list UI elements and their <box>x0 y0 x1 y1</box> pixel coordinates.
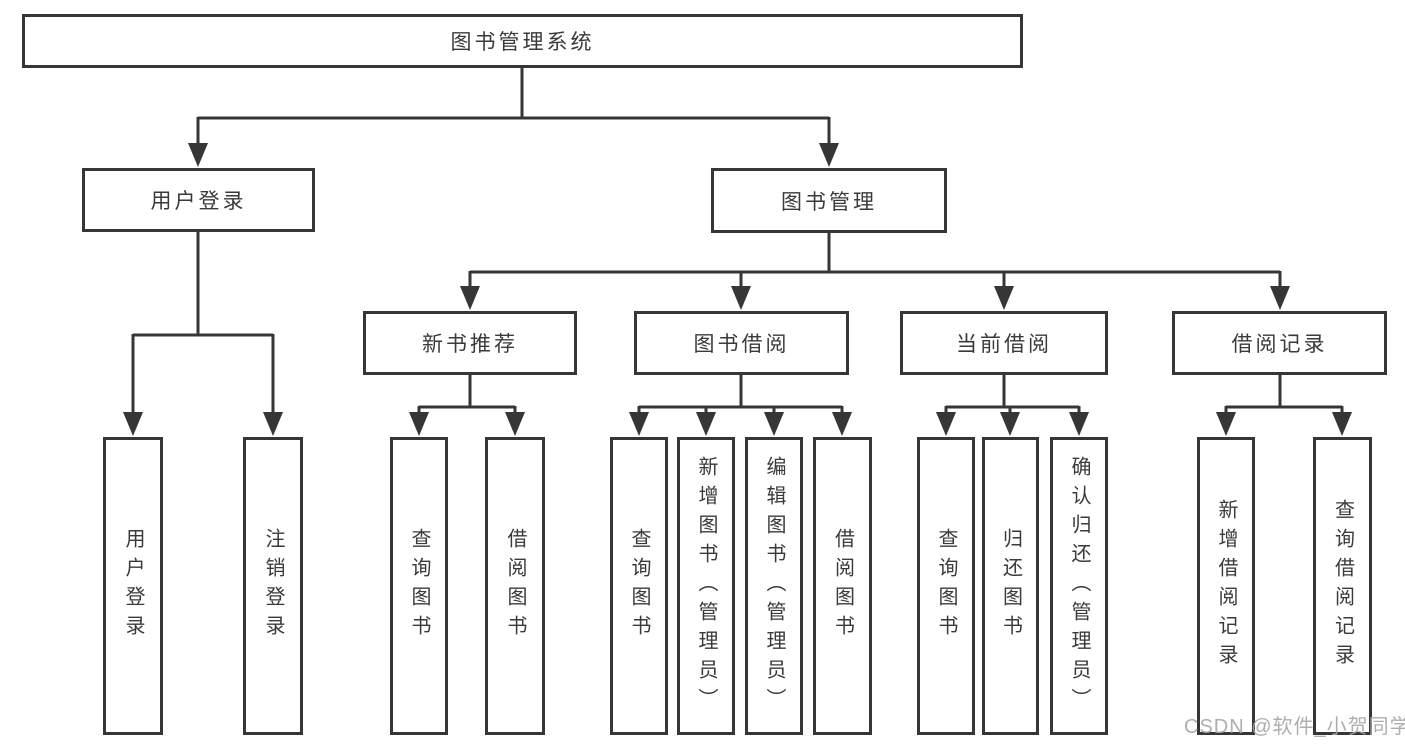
connector-book-borrowing-children <box>629 374 852 436</box>
node-borrowing-records: 借阅记录 <box>1172 311 1387 375</box>
leaf-borrowing-edit-books-admin: 编辑图书（管理员） <box>745 437 803 735</box>
node-user-login: 用户登录 <box>82 168 315 232</box>
leaf-records-query-borrow-record: 查询借阅记录 <box>1313 437 1372 735</box>
connector-root-to-level1 <box>188 67 839 167</box>
connector-user-login-children <box>123 231 283 436</box>
leaf-current-confirm-return-admin: 确认归还（管理员） <box>1050 437 1108 735</box>
connector-new-book-recommendation-children <box>409 374 525 436</box>
node-current-borrowing: 当前借阅 <box>900 311 1108 375</box>
connector-borrowing-records-children <box>1216 374 1352 436</box>
leaf-current-query-books: 查询图书 <box>917 437 975 735</box>
connector-current-borrowing-children <box>936 374 1089 436</box>
leaf-borrowing-query-books: 查询图书 <box>610 437 668 735</box>
leaf-borrowing-add-books-admin: 新增图书（管理员） <box>677 437 735 735</box>
node-book-management: 图书管理 <box>711 168 947 233</box>
node-new-book-recommendation: 新书推荐 <box>363 311 577 375</box>
leaf-current-return-books: 归还图书 <box>982 437 1039 735</box>
csdn-watermark: CSDN @软件_小贺同学 <box>1184 716 1405 738</box>
leaf-user-login: 用户登录 <box>103 437 163 735</box>
leaf-records-add-borrow-record: 新增借阅记录 <box>1197 437 1255 735</box>
leaf-recommend-query-books: 查询图书 <box>390 437 448 735</box>
node-library-management-system: 图书管理系统 <box>22 14 1023 68</box>
leaf-logout: 注销登录 <box>243 437 303 735</box>
node-book-borrowing: 图书借阅 <box>634 311 849 375</box>
connector-book-management-children <box>460 232 1290 310</box>
leaf-recommend-borrow-books: 借阅图书 <box>485 437 545 735</box>
leaf-borrowing-borrow-books: 借阅图书 <box>813 437 872 735</box>
